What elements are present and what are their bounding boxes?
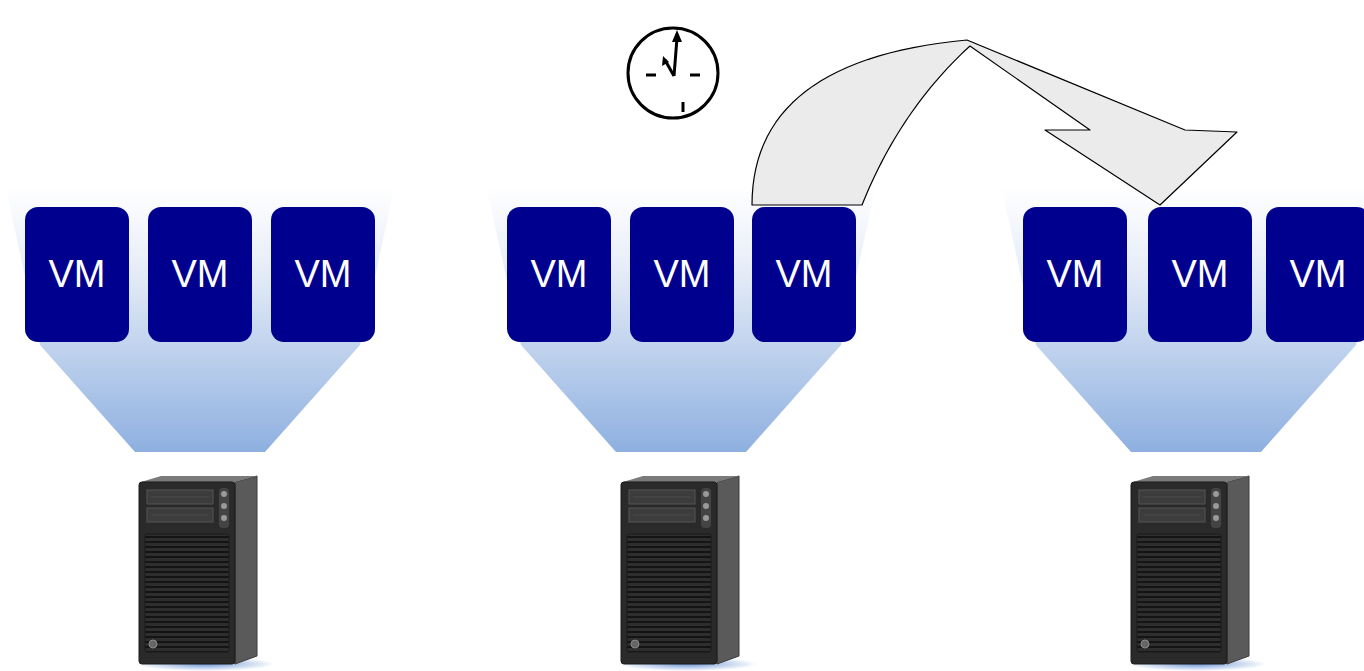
migration-arrow [752,40,1237,205]
vm-label: VM [1172,254,1229,296]
vm-label: VM [654,254,711,296]
vm-label: VM [295,254,352,296]
clock-icon [628,28,718,118]
vm-box: VM [1266,207,1364,342]
vm-box: VM [25,207,129,342]
vm-label: VM [531,254,588,296]
vm-label: VM [49,254,106,296]
vm-box: VM [752,207,856,342]
vm-label: VM [1290,254,1347,296]
vm-box: VM [1023,207,1127,342]
vm-box: VM [271,207,375,342]
vm-box: VM [1148,207,1252,342]
vm-box: VM [507,207,611,342]
vm-box: VM [630,207,734,342]
vm-box: VM [148,207,252,342]
vm-label: VM [172,254,229,296]
vm-label: VM [1047,254,1104,296]
vm-label: VM [776,254,833,296]
